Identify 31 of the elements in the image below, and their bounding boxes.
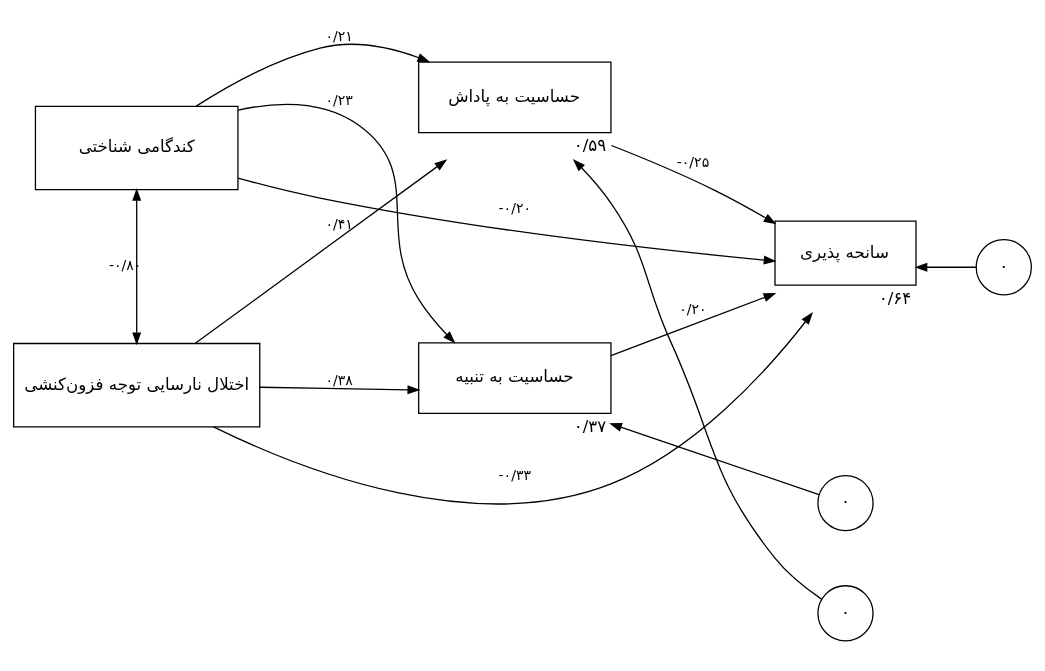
- edge-label: ۰/۴۱: [325, 215, 353, 232]
- edge-label: -۰/۲۰: [498, 200, 532, 217]
- node-box: حساسیت به پاداش: [418, 61, 612, 134]
- arrow: [610, 144, 777, 225]
- edge-label: -۰/۳۳: [498, 466, 532, 483]
- arrow: [195, 43, 431, 107]
- node-circle: ۰: [817, 474, 874, 532]
- node-box: اختلال نارسایی توجه فزون‌کنشی: [13, 342, 261, 428]
- arrow: [132, 187, 142, 346]
- arrow: [259, 385, 421, 395]
- arrow: [610, 292, 777, 357]
- arrow: [572, 158, 823, 600]
- node-label: ۰/۶۴: [878, 288, 912, 308]
- arrow: [212, 311, 813, 505]
- edge-label: ۰/۲۰: [679, 301, 707, 318]
- arrow: [609, 423, 820, 496]
- node-box: کندگامی شناختی: [34, 105, 239, 191]
- node-label: ۰/۳۷: [573, 416, 607, 436]
- node-circle: ۰: [975, 239, 1032, 296]
- edge-label: ۰/۲۱: [325, 28, 353, 45]
- edge-label: -۰/۲۵: [676, 154, 710, 171]
- node-circle: ۰: [817, 585, 874, 642]
- arrow: [914, 262, 977, 272]
- node-box: سانحه پذیری: [774, 220, 917, 286]
- node-box: حساسیت به تنبیه: [418, 342, 612, 414]
- edge-label: ۰/۳۸: [325, 371, 353, 388]
- node-label: ۰/۵۹: [573, 136, 607, 156]
- arrow: [194, 159, 448, 345]
- edge-label: ۰/۲۳: [325, 92, 353, 109]
- arrow: [237, 177, 777, 265]
- arrow: [237, 103, 456, 344]
